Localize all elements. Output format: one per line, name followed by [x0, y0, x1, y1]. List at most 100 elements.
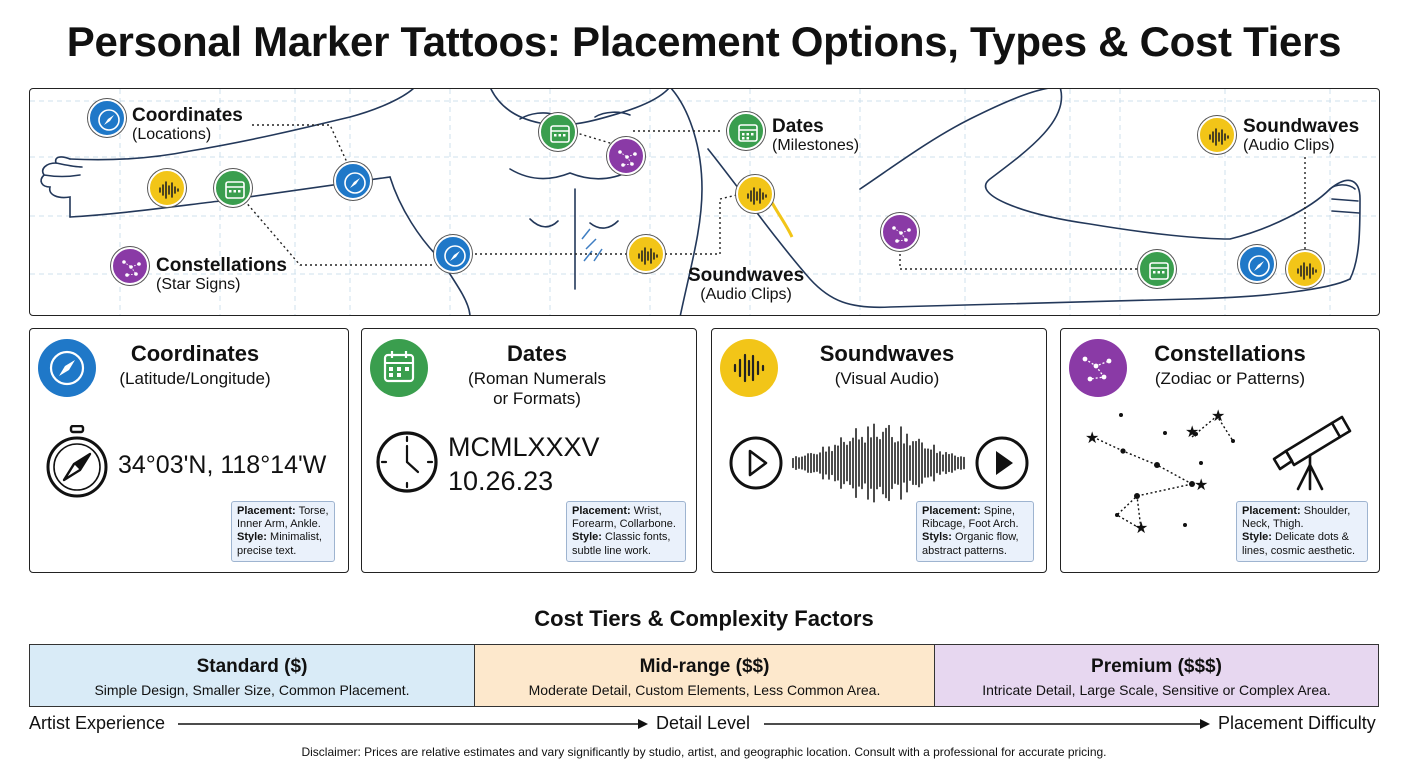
collarbone-date-marker	[539, 113, 577, 151]
dates-example: MCMLXXXV 10.26.23	[448, 431, 600, 499]
wrist-soundwave-marker	[148, 169, 186, 207]
card-dates-note: Placement: Wrist, Forearm, Collarbone. S…	[566, 501, 686, 562]
disclaimer: Disclaimer: Prices are relative estimate…	[301, 745, 1107, 759]
constellation-icon	[111, 247, 149, 285]
card-constellations-subtitle: (Zodiac or Patterns)	[1154, 369, 1306, 388]
clock-icon	[376, 431, 438, 493]
style-label: Style:	[237, 531, 267, 544]
tier-midrange-name: Mid-range ($$)	[639, 656, 770, 677]
axis-arrow-2	[764, 719, 1210, 729]
placement-label: Placement:	[572, 505, 631, 517]
placement-text: Spine, Ribcage, Foot Arch.	[922, 505, 1019, 531]
arm-coordinate-marker	[334, 162, 372, 200]
svg-text:★: ★	[1085, 428, 1099, 447]
style-label: Styls:	[922, 531, 952, 544]
placement-text: Shoulder, Neck, Thigh.	[1242, 505, 1351, 531]
spine-soundwave-marker	[736, 175, 774, 213]
label-soundwaves-leg-sub: (Audio Clips)	[1243, 137, 1335, 155]
label-constellations-title: Constellations	[156, 255, 287, 276]
forearm-date-marker	[214, 169, 252, 207]
dates-example-roman: MCMLXXXV	[448, 432, 600, 462]
telescope-icon	[1272, 415, 1352, 491]
card-constellations: Constellations (Zodiac or Patterns) ★★★ …	[1060, 328, 1380, 573]
tier-premium: Premium ($$$) Intricate Detail, Large Sc…	[934, 644, 1379, 707]
label-soundwaves-torso-sub: (Audio Clips)	[700, 286, 792, 304]
label-dates-title: Dates	[772, 116, 824, 137]
card-dates-title: Dates	[507, 341, 567, 366]
tier-premium-desc: Intricate Detail, Large Scale, Sensitive…	[982, 682, 1331, 698]
calendar-icon	[370, 339, 428, 397]
label-coordinates: Coordinates (Locations)	[132, 105, 243, 144]
label-soundwaves-leg-title: Soundwaves	[1243, 116, 1360, 137]
card-coordinates-note: Placement: Torse, Inner Arm, Ankle. Styl…	[231, 501, 335, 562]
card-soundwaves-note: Placement: Spine, Ribcage, Foot Arch. St…	[916, 501, 1034, 562]
card-coordinates-subtitle: (Latitude/Longitude)	[119, 369, 271, 388]
svg-text:★: ★	[1194, 475, 1208, 494]
torso-coordinate-marker	[434, 235, 472, 273]
calf-date-marker	[1138, 250, 1176, 288]
svg-text:★: ★	[1185, 422, 1199, 441]
label-dates: Dates (Milestones)	[772, 116, 859, 155]
axis-arrow-1	[178, 719, 648, 729]
soundwave-icon	[1198, 116, 1236, 154]
placement-label: Placement:	[237, 505, 296, 517]
tier-standard-name: Standard ($)	[196, 656, 308, 677]
label-constellations-sub: (Star Signs)	[156, 276, 241, 294]
cost-tiers-title: Cost Tiers & Complexity Factors	[534, 606, 874, 631]
constellation-icon	[1069, 339, 1127, 397]
card-soundwaves-title: Soundwaves	[819, 341, 955, 366]
tier-midrange: Mid-range ($$) Moderate Detail, Custom E…	[474, 644, 935, 707]
card-coordinates-title: Coordinates	[130, 341, 260, 366]
label-coordinates-sub: (Locations)	[132, 126, 212, 144]
placement-text: Torse, Inner Arm, Ankle.	[237, 505, 329, 531]
card-dates-subtitle-line1: (Roman Numerals	[468, 369, 606, 388]
card-soundwaves-subtitle: (Visual Audio)	[834, 369, 940, 388]
compass-illustration-icon	[46, 425, 108, 498]
axis-label-artist-experience: Artist Experience	[29, 713, 166, 733]
card-constellations-note: Placement: Shoulder, Neck, Thigh. Style:…	[1236, 501, 1368, 562]
style-label: Style:	[572, 531, 602, 544]
tier-standard-desc: Simple Design, Smaller Size, Common Plac…	[94, 682, 410, 698]
ribcage-soundwave-marker	[627, 235, 665, 273]
page-title: Personal Marker Tattoos: Placement Optio…	[66, 18, 1342, 65]
card-dates: Dates (Roman Numerals or Formats) MCMLXX…	[361, 328, 697, 573]
soundwave-icon	[720, 339, 778, 397]
tier-standard: Standard ($) Simple Design, Smaller Size…	[29, 644, 475, 707]
placement-text: Wrist, Forearm, Collarbone.	[572, 505, 676, 531]
compass-icon	[38, 339, 96, 397]
svg-text:★: ★	[1211, 406, 1225, 425]
label-soundwaves-leg: Soundwaves (Audio Clips)	[1243, 116, 1359, 155]
axis-label-placement-difficulty: Placement Difficulty	[1218, 713, 1376, 733]
style-text: Organic flow, abstract patterns.	[922, 531, 1019, 557]
style-text: Minimalist, precise text.	[237, 531, 322, 557]
shoulder-constellation-marker	[607, 137, 645, 175]
card-constellations-title: Constellations	[1154, 341, 1306, 366]
tier-midrange-desc: Moderate Detail, Custom Elements, Less C…	[528, 682, 881, 698]
dates-example-numeric: 10.26.23	[448, 465, 554, 496]
card-coordinates: Coordinates (Latitude/Longitude) 34°03'N…	[29, 328, 349, 573]
calendar-icon	[727, 112, 765, 150]
style-text: Classic fonts, subtle line work.	[572, 531, 671, 557]
body-placement-diagram: Coordinates (Locations) Constellations (…	[29, 88, 1380, 316]
constellation-star-map: ★★★ ★★	[1085, 406, 1235, 537]
label-soundwaves-torso-title: Soundwaves	[688, 265, 805, 286]
card-soundwaves: Soundwaves (Visual Audio) Placement: Spi…	[711, 328, 1047, 573]
foot-soundwave-marker	[1286, 250, 1324, 288]
card-dates-subtitle-line2: or Formats)	[493, 389, 581, 409]
tier-premium-name: Premium ($$$)	[1091, 656, 1222, 677]
thigh-constellation-marker	[881, 213, 919, 251]
placement-label: Placement:	[1242, 505, 1301, 517]
label-soundwaves-torso: Soundwaves (Audio Clips)	[688, 265, 804, 304]
soundwave-graphic	[792, 423, 965, 503]
coordinates-example: 34°03'N, 118°14'W	[118, 451, 327, 479]
ankle-coordinate-marker	[1238, 245, 1276, 283]
label-constellations: Constellations (Star Signs)	[156, 255, 287, 294]
label-dates-sub: (Milestones)	[772, 137, 860, 155]
placement-label: Placement:	[922, 505, 981, 517]
play-button-icon[interactable]	[974, 435, 1030, 491]
compass-icon	[88, 99, 126, 137]
body-outline-illustration	[30, 89, 1379, 315]
play-outline-icon[interactable]	[728, 435, 784, 491]
style-text: Delicate dots & lines, cosmic aesthetic.	[1242, 531, 1356, 557]
card-dates-subtitle: (Roman Numerals or Formats)	[370, 369, 704, 410]
